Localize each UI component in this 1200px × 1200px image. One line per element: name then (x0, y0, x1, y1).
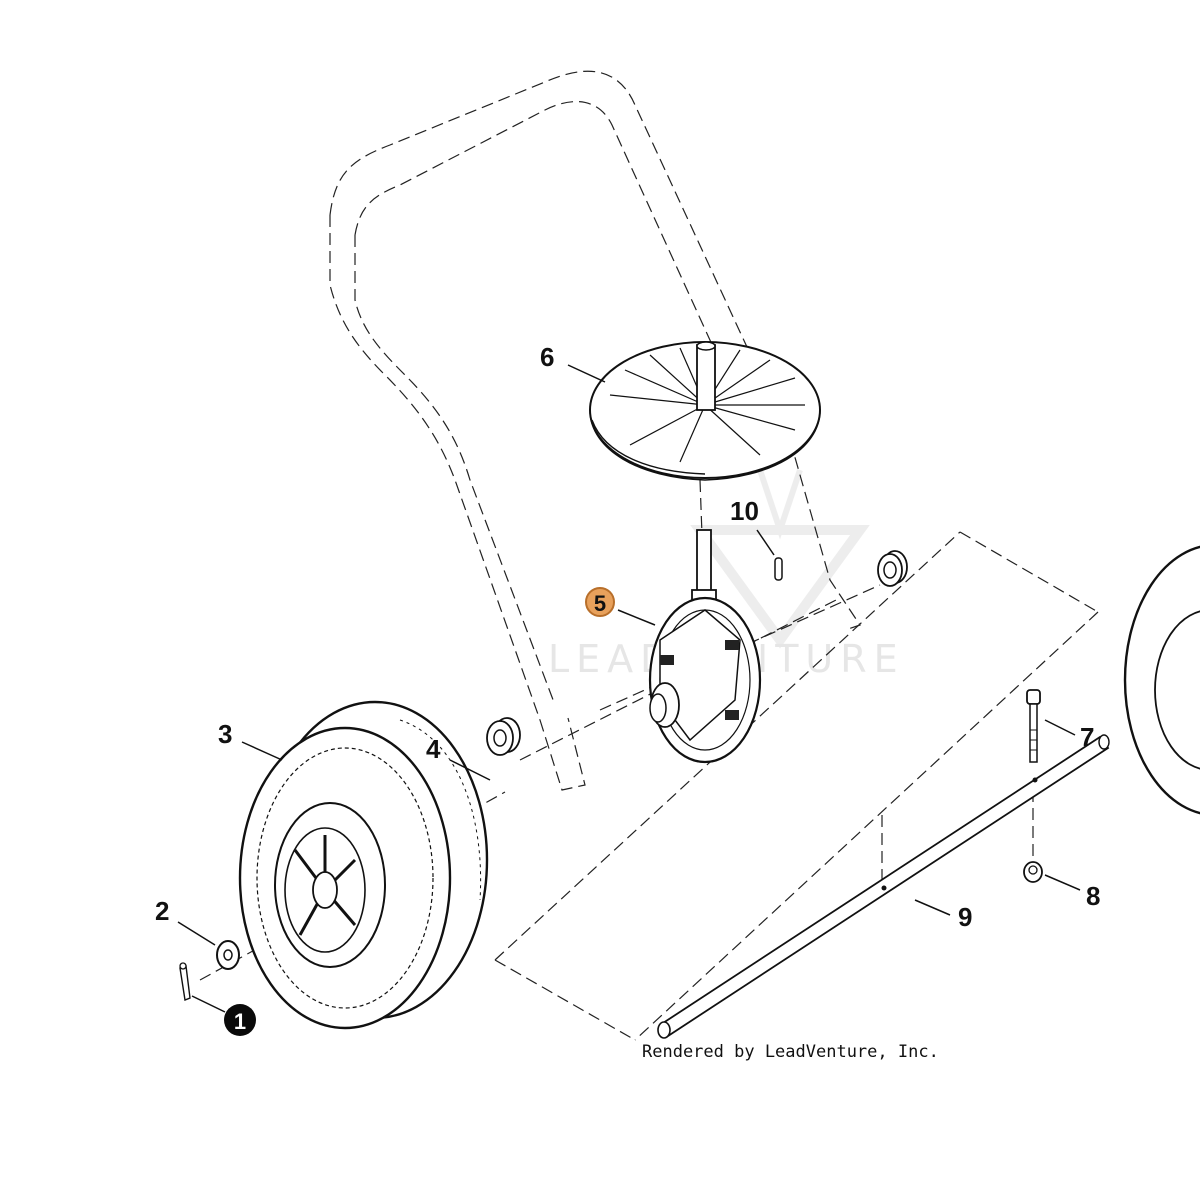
callout-2[interactable]: 2 (155, 896, 169, 926)
callout-4-label: 4 (426, 734, 441, 764)
callout-4[interactable]: 4 (426, 734, 441, 764)
callout-3[interactable]: 3 (218, 719, 232, 749)
right-wheel-part (1123, 545, 1200, 815)
watermark-logo-icon (690, 469, 870, 649)
bolt-part (1026, 689, 1041, 763)
washer-part (216, 940, 240, 970)
callout-2-label: 2 (155, 896, 169, 926)
callout-7[interactable]: 7 (1080, 722, 1094, 752)
left-wheel-part (238, 700, 489, 1030)
handle-frame-phantom (329, 70, 861, 791)
callout-8[interactable]: 8 (1086, 881, 1100, 911)
callout-9[interactable]: 9 (958, 902, 972, 932)
callout-5-label: 5 (594, 591, 606, 616)
callout-6-label: 6 (540, 342, 554, 372)
hopper-plate-part (589, 341, 821, 481)
callout-8-label: 8 (1086, 881, 1100, 911)
callout-5-highlight-badge (585, 587, 615, 617)
render-credit: Rendered by LeadVenture, Inc. (642, 1042, 939, 1062)
callout-9-label: 9 (958, 902, 972, 932)
axle-part (657, 734, 1110, 1039)
nut-part (1023, 861, 1043, 883)
gearbox-part (648, 529, 762, 764)
bushing-left-part (486, 717, 521, 756)
callout-10-label: 10 (730, 496, 759, 526)
bushing-right-part (877, 550, 908, 587)
callout-3-label: 3 (218, 719, 232, 749)
callout-1-label: 1 (234, 1009, 246, 1034)
callout-5[interactable]: 5 (585, 587, 615, 617)
callout-1[interactable]: 1 (224, 1004, 256, 1036)
callout-7-label: 7 (1080, 722, 1094, 752)
callout-6[interactable]: 6 (540, 342, 554, 372)
leader-lines (177, 364, 1081, 1013)
callout-10[interactable]: 10 (730, 496, 759, 526)
callout-1-badge (224, 1004, 256, 1036)
cotter-pin-part (179, 962, 191, 1001)
pin-part (774, 557, 783, 581)
